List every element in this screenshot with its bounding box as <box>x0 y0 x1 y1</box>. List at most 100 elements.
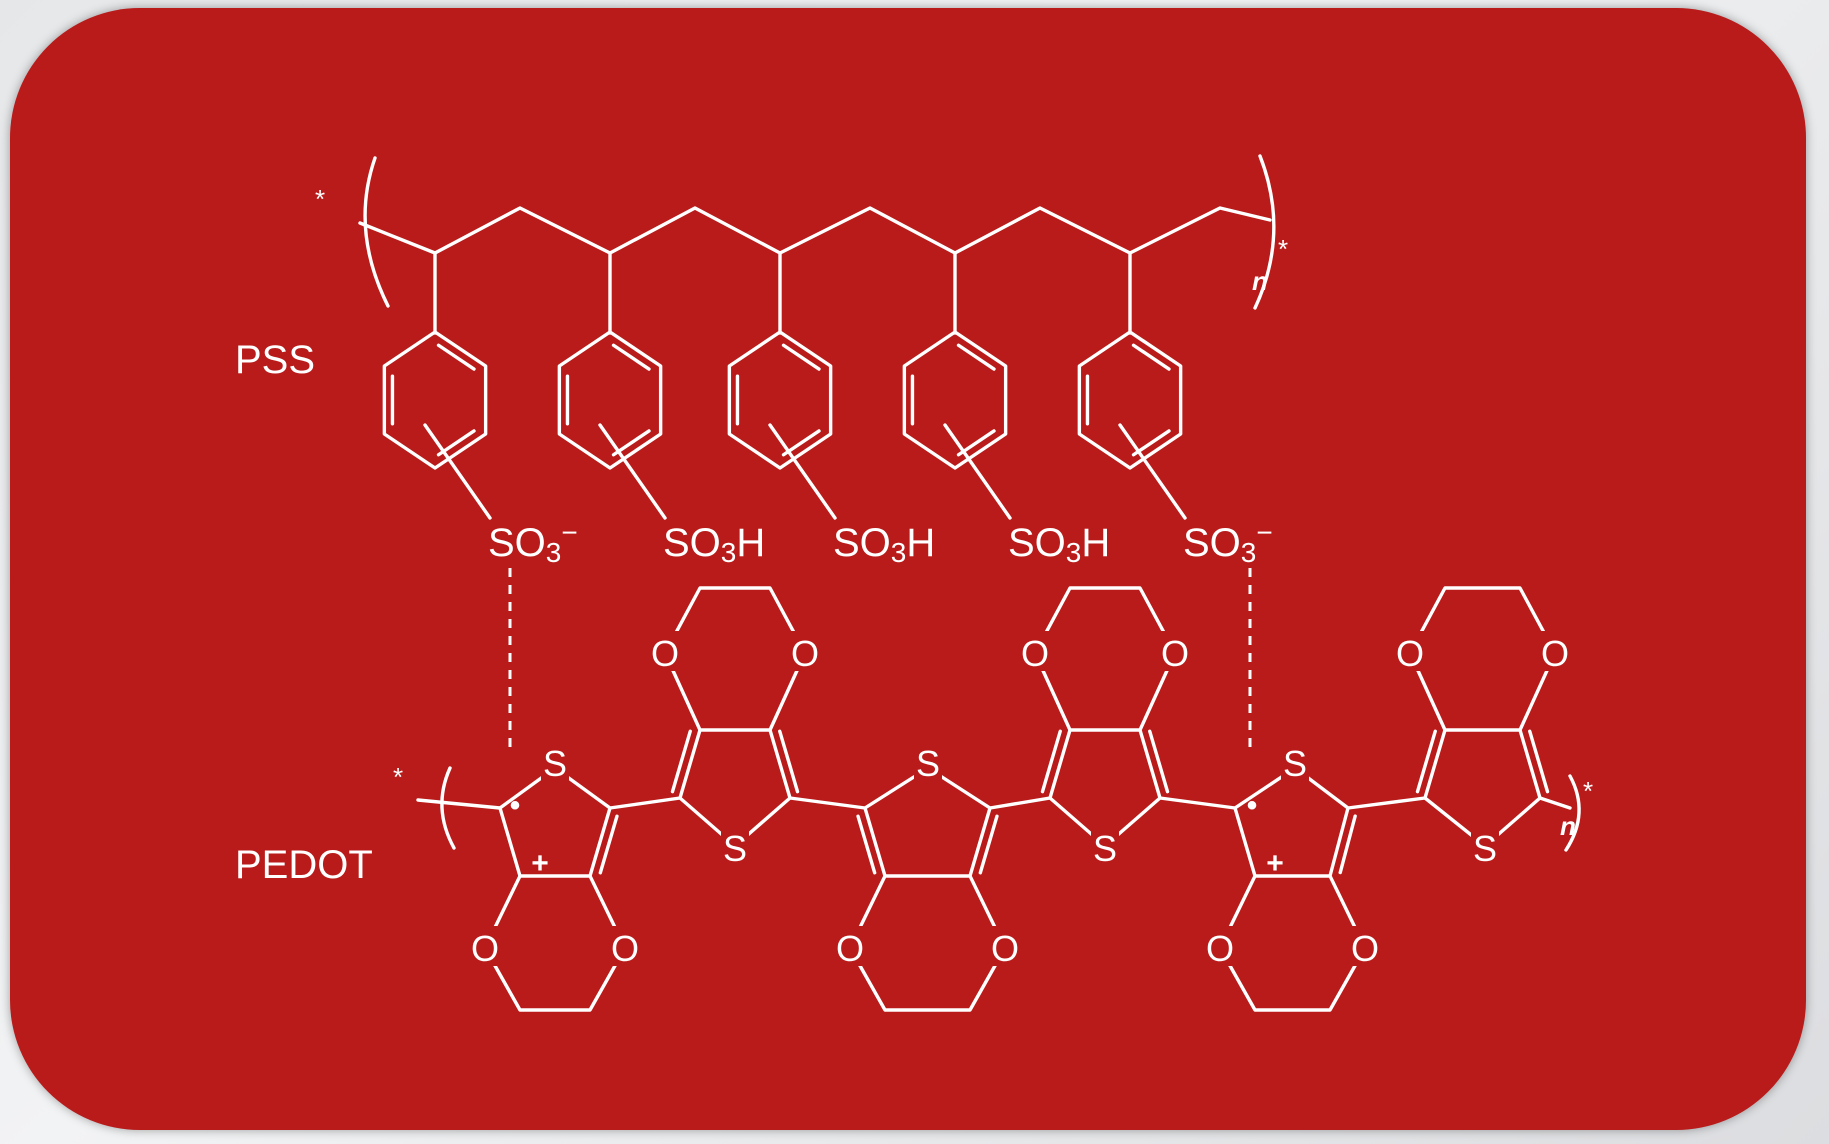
oxygen-atom: O <box>791 633 819 674</box>
pedot-right-end-star: * <box>1583 776 1593 806</box>
oxygen-atom: O <box>836 928 864 969</box>
sulfur-atom-4-mask <box>1091 826 1119 866</box>
oxygen-atom: O <box>471 928 499 969</box>
thiophene-double-bond <box>1528 729 1550 794</box>
benzene-double-bond <box>436 343 476 371</box>
benzene-double-bond <box>1131 343 1171 371</box>
thiophene-double-bond <box>670 729 692 794</box>
pss-left-end-star: * <box>315 184 325 214</box>
oxygen-atom-mask <box>1206 926 1234 966</box>
ethylenedioxy-ring-3 <box>848 874 1007 1012</box>
bond-lines <box>358 154 1581 1012</box>
sulfonate-group-5: SO3− <box>1183 517 1273 568</box>
oxygen-atom-mask <box>1021 631 1049 671</box>
pss-sulfonate-bond-3 <box>768 423 837 520</box>
oxygen-atom: O <box>1541 633 1569 674</box>
sulfur-atom-3: S <box>916 743 940 784</box>
ethylenedioxy-ring-2 <box>663 586 807 732</box>
oxygen-atom-mask <box>1161 631 1189 671</box>
oxygen-atom-mask <box>791 631 819 671</box>
pedot-label: PEDOT <box>235 843 373 887</box>
pedot-repeat-n: n <box>1560 811 1576 841</box>
pss-sulfonate-bond-5 <box>1118 423 1187 520</box>
pss-right-bracket <box>1253 154 1276 310</box>
pss-backbone <box>358 206 1272 255</box>
sulfur-atom-1-mask <box>541 741 569 781</box>
sulfur-atom-5: S <box>1283 743 1307 784</box>
oxygen-atom-mask <box>471 926 499 966</box>
oxygen-atom: O <box>1396 633 1424 674</box>
benzene-ring-5 <box>1077 330 1183 470</box>
sulfur-atom-6-mask <box>1471 826 1499 866</box>
oxygen-atom-mask <box>651 631 679 671</box>
sulfur-atom-6: S <box>1473 828 1497 869</box>
thiophene-double-bond <box>856 814 877 875</box>
sulfur-atom-3-mask <box>914 741 942 781</box>
inter-ring-bond-2 <box>788 796 867 810</box>
pedot-right-end-bond <box>1538 796 1572 810</box>
oxygen-atom-mask <box>836 926 864 966</box>
pedot-left-end-bond <box>416 798 502 810</box>
sulfur-atom-2: S <box>723 828 747 869</box>
benzene-ring-3 <box>727 330 833 470</box>
oxygen-atom: O <box>1021 633 1049 674</box>
oxygen-atom-mask <box>1541 631 1569 671</box>
benzene-ring-1 <box>382 330 488 470</box>
thiophene-ring-5 <box>1233 766 1350 878</box>
thiophene-double-bond <box>1338 814 1357 875</box>
benzene-double-bond <box>956 343 996 371</box>
thiophene-double-bond <box>1415 729 1437 794</box>
thiophene-ring-3 <box>863 766 992 878</box>
thiophene-double-bond <box>598 814 619 875</box>
pss-label: PSS <box>235 338 315 382</box>
pss-repeat-n: n <box>1252 266 1268 296</box>
pss-left-bracket <box>363 156 390 308</box>
benzene-double-bond <box>611 343 651 371</box>
oxygen-atom: O <box>991 928 1019 969</box>
oxygen-atom: O <box>1351 928 1379 969</box>
sulfur-atom-5-mask <box>1281 741 1309 781</box>
inter-ring-bond-4 <box>1158 796 1237 810</box>
benzene-double-bond <box>781 343 821 371</box>
oxygen-atom: O <box>1161 633 1189 674</box>
oxygen-atom: O <box>651 633 679 674</box>
inter-ring-bond-3 <box>988 796 1052 810</box>
benzene-ring-4 <box>902 330 1008 470</box>
oxygen-atom-mask <box>611 926 639 966</box>
sulfur-atom-2-mask <box>721 826 749 866</box>
pss-sulfonate-bond-2 <box>598 423 667 520</box>
ethylenedioxy-ring-4 <box>1033 586 1177 732</box>
thiophene-double-bond <box>1040 729 1062 794</box>
pedot-right-bracket <box>1564 774 1581 852</box>
oxygen-atom-mask <box>1351 926 1379 966</box>
ethylenedioxy-ring-6 <box>1408 586 1557 732</box>
pedot-left-end-star: * <box>393 762 403 792</box>
pss-right-end-star: * <box>1278 234 1288 264</box>
thiophene-double-bond <box>1148 729 1170 794</box>
sulfonate-group-3: SO3H <box>833 521 935 568</box>
thiophene-double-bond <box>978 814 999 875</box>
positive-charge-1: + <box>531 847 549 880</box>
radical-dot-2: • <box>1247 789 1258 822</box>
sulfur-atom-1: S <box>543 743 567 784</box>
positive-charge-2: + <box>1266 847 1284 880</box>
pedot-left-bracket <box>440 766 456 850</box>
inter-ring-bond-1 <box>608 796 682 810</box>
thiophene-ring-1 <box>498 766 612 878</box>
inter-ring-bond-5 <box>1346 796 1427 810</box>
radical-dot-1: • <box>510 789 521 822</box>
oxygen-atom-mask <box>1396 631 1424 671</box>
pss-sulfonate-bond-1 <box>423 423 492 520</box>
oxygen-atom-mask <box>991 926 1019 966</box>
sulfur-atom-4: S <box>1093 828 1117 869</box>
sulfonate-group-4: SO3H <box>1008 521 1110 568</box>
ethylenedioxy-ring-5 <box>1218 874 1367 1012</box>
sulfonate-group-1: SO3− <box>488 517 578 568</box>
ethylenedioxy-ring-1 <box>483 874 627 1012</box>
pss-sulfonate-bond-4 <box>943 423 1012 520</box>
thiophene-double-bond <box>778 729 800 794</box>
